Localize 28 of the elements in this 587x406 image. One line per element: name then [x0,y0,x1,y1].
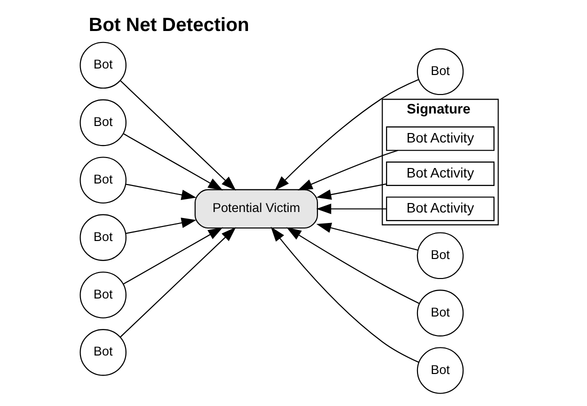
arrow [316,222,418,251]
node-box: Bot Activity [386,126,495,151]
arrow [286,227,420,304]
arrow [298,150,398,190]
arrow [120,227,236,338]
arrow [126,184,196,200]
node-box: Potential Victim [194,189,318,229]
node-box: Bot Activity [386,162,495,186]
node-circle: Bot [416,347,464,394]
node-circle: Bot [416,290,464,336]
node-circle: Bot [80,156,127,204]
node-box: Bot Activity [386,196,495,222]
arrow [123,227,223,285]
arrow [270,226,419,363]
node-circle: Bot [80,99,127,146]
node-circle: Bot [416,48,464,96]
diagram-title: Bot Net Detection [88,15,250,36]
node-circle: Bot [80,329,127,376]
arrow [316,204,387,214]
arrow [316,183,387,200]
node-circle: Bot [80,214,127,261]
node-circle: Bot [80,272,127,318]
arrow [123,133,223,190]
arrow [126,218,196,234]
node-circle: Bot [416,232,464,280]
arrow [120,80,236,191]
arrow [274,79,419,190]
node-circle: Bot [80,42,127,89]
